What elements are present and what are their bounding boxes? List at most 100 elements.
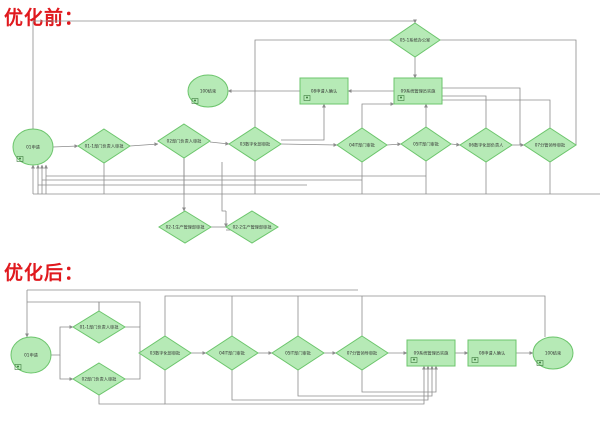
node-shape[interactable] (271, 335, 325, 371)
node-label: 09系统管理员实施 (414, 350, 449, 357)
node-a-start[interactable]: 01申请 (10, 336, 52, 374)
node-shape[interactable] (336, 127, 388, 163)
node-shape[interactable] (406, 339, 456, 367)
node-b-start[interactable]: 01申请 (12, 128, 54, 166)
node-b-r1[interactable]: 08申请人确认 (299, 77, 349, 105)
node-label: 02-1生产管理部审批 (166, 224, 206, 231)
connector (32, 19, 417, 129)
node-shape[interactable] (138, 335, 192, 371)
node-label: 01-1部门负责人审批 (85, 143, 125, 150)
node-a-d1[interactable]: 01-1部门负责人审批 (72, 310, 126, 344)
connector (254, 39, 390, 127)
node-shape[interactable] (77, 128, 131, 164)
connector (221, 162, 226, 212)
node-shape[interactable] (157, 123, 211, 159)
node-shape[interactable] (72, 310, 126, 344)
node-b-d3[interactable]: 03数字化部审批 (228, 126, 282, 162)
node-b-d2[interactable]: 02部门负责人审批 (157, 123, 211, 159)
node-label: 07分管领导审批 (535, 142, 566, 149)
after-title: 优化后： (4, 262, 85, 284)
node-label: 08申请人确认 (479, 350, 506, 357)
node-label: 02-2生产管理部审批 (233, 224, 273, 231)
connector (164, 295, 546, 337)
connector (125, 326, 141, 353)
user-icon (16, 156, 24, 162)
connector (281, 103, 326, 141)
user-icon (303, 95, 311, 101)
node-label: 05-1系统办公室 (400, 37, 430, 44)
node-label: 09系统管理员实施 (401, 88, 436, 95)
node-shape[interactable] (389, 22, 441, 58)
node-shape[interactable] (158, 210, 212, 244)
node-b-d7[interactable]: 07分管领导审批 (523, 127, 577, 163)
node-label: 01申请 (26, 144, 40, 151)
node-a-d4[interactable]: 04IT部门审批 (205, 335, 259, 371)
node-a-d5[interactable]: 05IT部门审批 (271, 335, 325, 371)
node-label: 04IT部门审批 (219, 350, 246, 357)
node-a-r2[interactable]: 08申请人确认 (467, 339, 517, 367)
connector (450, 142, 461, 147)
user-icon (471, 357, 479, 363)
node-b-d9[interactable]: 02-1生产管理部审批 (158, 210, 212, 244)
connector (125, 351, 143, 380)
node-label: 100结束 (545, 350, 562, 357)
node-shape[interactable] (228, 126, 282, 162)
node-b-r2[interactable]: 09系统管理员实施 (393, 77, 443, 105)
connector (98, 301, 141, 327)
node-label: 100结束 (200, 88, 217, 95)
node-shape[interactable] (10, 336, 52, 374)
node-a-r1[interactable]: 09系统管理员实施 (406, 339, 456, 367)
node-b-d5[interactable]: 05IT部门审批 (400, 126, 452, 162)
connector (442, 99, 551, 128)
user-icon (14, 364, 22, 370)
before-title: 优化前： (4, 7, 85, 29)
connector (51, 325, 74, 356)
node-label: 02部门负责人审批 (167, 138, 202, 145)
connector-lines (25, 19, 600, 405)
node-b-d6[interactable]: 06数字化部负责人 (459, 127, 513, 163)
connector (442, 95, 487, 128)
connector (361, 102, 395, 128)
connector (297, 365, 434, 397)
node-shape[interactable] (467, 339, 517, 367)
user-icon (410, 357, 418, 363)
node-b-d8[interactable]: 05-1系统办公室 (389, 22, 441, 58)
node-a-d3[interactable]: 03数字化部审批 (138, 335, 192, 371)
user-icon (191, 98, 199, 104)
node-label: 01-1部门负责人审批 (80, 324, 120, 331)
node-label: 08申请人确认 (311, 88, 338, 95)
node-label: 02部门负责人审批 (82, 376, 117, 383)
connector (129, 142, 159, 147)
connector (280, 142, 338, 147)
connector (361, 365, 438, 393)
connector (440, 39, 577, 145)
node-shape[interactable] (299, 77, 349, 105)
node-a-d2[interactable]: 02部门负责人审批 (72, 362, 126, 396)
connector (98, 395, 165, 405)
node-shape[interactable] (400, 126, 452, 162)
node-b-d4[interactable]: 04IT部门审批 (336, 127, 388, 163)
node-shape[interactable] (12, 128, 54, 166)
node-shape[interactable] (523, 127, 577, 163)
node-label: 03数字化部审批 (240, 141, 271, 148)
node-label: 05IT部门审批 (413, 141, 440, 148)
node-shape[interactable] (335, 335, 389, 371)
node-label: 04IT部门审批 (349, 142, 376, 149)
node-shape[interactable] (225, 210, 279, 244)
node-label: 07分管领导审批 (347, 350, 378, 357)
node-shape[interactable] (459, 127, 513, 163)
node-a-d6[interactable]: 07分管领导审批 (335, 335, 389, 371)
node-b-d10[interactable]: 02-2生产管理部审批 (225, 210, 279, 244)
node-shape[interactable] (393, 77, 443, 105)
connector (59, 355, 74, 381)
node-label: 03数字化部审批 (150, 350, 181, 357)
node-shape[interactable] (72, 362, 126, 396)
node-label: 05IT部门审批 (285, 350, 312, 357)
flow-nodes: 01申请 01-1部门负责人审批 02部门负责人审批 03数字化部审批 04IT部门审批… (10, 22, 577, 396)
node-shape[interactable] (205, 335, 259, 371)
node-a-end[interactable]: 100结束 (532, 336, 574, 370)
node-b-d1[interactable]: 01-1部门负责人审批 (77, 128, 131, 164)
node-b-end[interactable]: 100结束 (187, 74, 229, 108)
user-icon (536, 360, 544, 366)
